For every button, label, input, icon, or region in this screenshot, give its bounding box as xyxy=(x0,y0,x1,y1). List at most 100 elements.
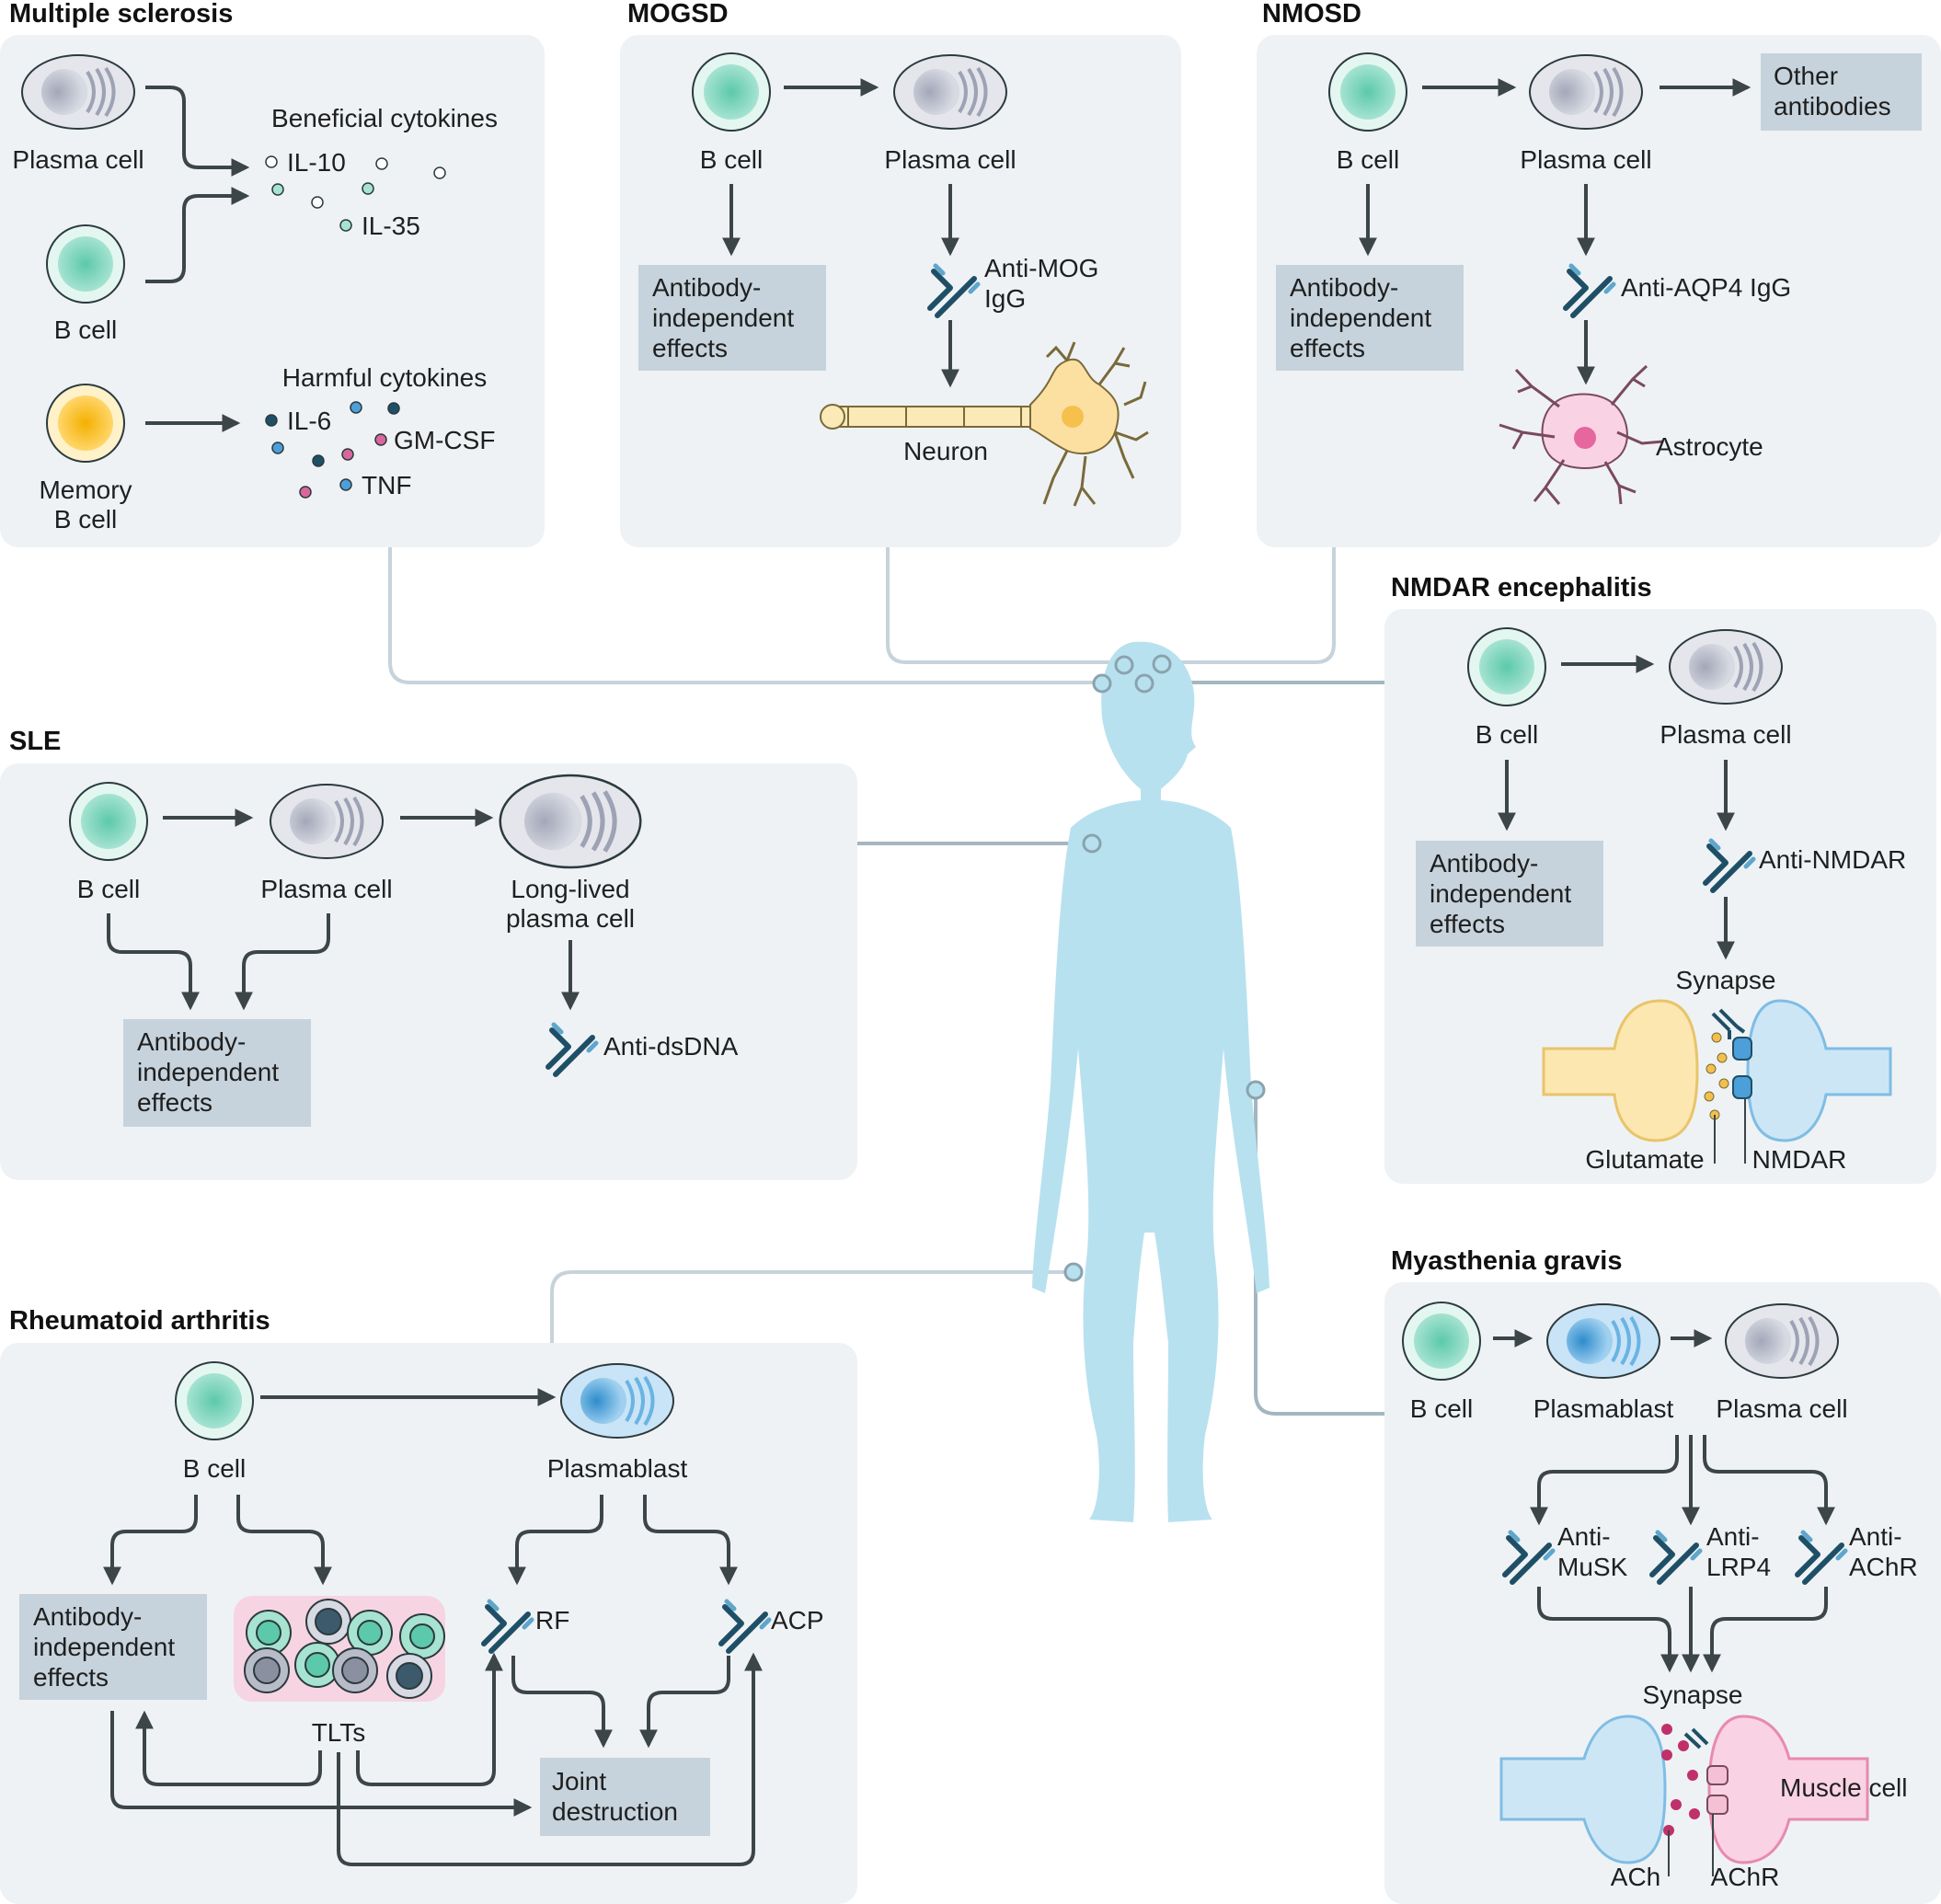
ra-connector xyxy=(550,1270,1067,1343)
ms-tnf-label: TNF xyxy=(362,471,411,499)
ra-arrow-b-to-effects xyxy=(103,1495,198,1586)
ra-b-cell-label: B cell xyxy=(183,1454,246,1483)
ra-plasmablast xyxy=(559,1362,675,1439)
mogsd-effects-box xyxy=(638,265,826,371)
mg-plasmablast-label: Plasmablast xyxy=(1533,1394,1674,1423)
ra-b-cell xyxy=(175,1361,254,1440)
sle-b-cell xyxy=(69,782,148,861)
mogsd-plasma-cell-label: Plasma cell xyxy=(884,145,1016,174)
nmdar-panel: NMDAR encephalitis B cell Plasma cell An… xyxy=(1384,573,1936,1184)
ms-il35-label: IL-35 xyxy=(362,212,420,240)
nmosd-effects-1: Antibody- xyxy=(1290,273,1398,302)
ms-title: Multiple sclerosis xyxy=(9,0,233,29)
sle-title: SLE xyxy=(9,727,61,756)
ra-arrow-to-acp xyxy=(643,1495,738,1586)
nmosd-effects-2: independent xyxy=(1290,304,1431,332)
nmosd-panel: NMOSD B cell Plasma cell Other antibodie… xyxy=(1257,0,1941,547)
mg-synapse-label: Synapse xyxy=(1643,1680,1743,1709)
human-body-figure xyxy=(1032,641,1269,1522)
nmdar-plasma-cell xyxy=(1668,628,1784,705)
mg-muscle-cell-label: Muscle cell xyxy=(1780,1773,1907,1802)
nmosd-effects-box xyxy=(1276,265,1464,371)
ra-arrow-acp-to-joint xyxy=(639,1656,730,1749)
nmdar-synapse-label: Synapse xyxy=(1676,966,1776,994)
sle-long-lived-2: plasma cell xyxy=(506,904,635,933)
body-site-markers xyxy=(1063,654,1266,1282)
nmdar-b-cell-label: B cell xyxy=(1476,720,1538,749)
mg-arrow-achr-to-synapse xyxy=(1703,1587,1828,1673)
mogsd-effects-2: independent xyxy=(652,304,794,332)
mogsd-neuron-label: Neuron xyxy=(903,437,988,465)
ms-arrow-bcell xyxy=(145,187,250,283)
mg-plasma-cell xyxy=(1724,1302,1840,1380)
sle-long-lived-plasma-cell xyxy=(500,775,641,867)
nmosd-antibody-label: Anti-AQP4 IgG xyxy=(1621,273,1791,302)
sle-plasma-cell-label: Plasma cell xyxy=(260,875,392,903)
ms-plasma-cell-label: Plasma cell xyxy=(12,145,144,174)
nmdar-effects-1: Antibody- xyxy=(1430,849,1538,877)
ms-connector xyxy=(388,547,1095,684)
nmosd-connector xyxy=(1168,547,1336,664)
ra-arrow-b-to-tlts xyxy=(236,1495,332,1586)
ra-effects-1: Antibody- xyxy=(33,1602,142,1631)
ra-panel: Rheumatoid arthritis B cell Plasmablast … xyxy=(0,1306,857,1904)
nmdar-synapse-graphic xyxy=(1542,999,1892,1164)
ms-memory-label-1: Memory xyxy=(39,476,132,504)
mogsd-b-cell-label: B cell xyxy=(700,145,763,174)
ms-plasma-cell xyxy=(20,53,136,131)
ra-arrow-effects-to-joint xyxy=(110,1711,533,1817)
sle-effects-3: effects xyxy=(137,1088,212,1117)
mg-panel: Myasthenia gravis B cell Plasmablast Pla… xyxy=(1384,1246,1941,1904)
nmosd-b-cell-label: B cell xyxy=(1337,145,1399,174)
mg-lrp4-2: LRP4 xyxy=(1706,1553,1771,1581)
ra-arrow-tlts-to-rf xyxy=(356,1652,503,1786)
nmdar-effects-2: independent xyxy=(1430,879,1571,908)
ra-joint-2: destruction xyxy=(552,1797,678,1826)
nmdar-b-cell xyxy=(1467,627,1546,706)
mogsd-title: MOGSD xyxy=(627,0,729,29)
mogsd-antibody-1: Anti-MOG xyxy=(984,254,1098,282)
astrocyte-icon xyxy=(1499,364,1664,505)
mg-musk-2: MuSK xyxy=(1557,1553,1628,1581)
nmdar-plasma-cell-label: Plasma cell xyxy=(1660,720,1791,749)
mg-arrow-to-achr-ab xyxy=(1703,1435,1835,1526)
sle-plasma-cell xyxy=(269,783,385,860)
nmosd-other-box xyxy=(1761,53,1922,131)
nmosd-astrocyte-label: Astrocyte xyxy=(1656,432,1763,461)
mogsd-panel: MOGSD B cell Plasma cell Antibody- indep… xyxy=(620,0,1181,547)
ra-tlts-label: TLTs xyxy=(312,1718,366,1747)
ra-arrow-tlts-to-acp xyxy=(337,1652,763,1866)
ra-joint-box xyxy=(540,1758,710,1836)
mogsd-effects-3: effects xyxy=(652,334,728,362)
nmosd-effects-3: effects xyxy=(1290,334,1365,362)
ra-joint-1: Joint xyxy=(552,1767,606,1795)
tlts-cluster-icon xyxy=(234,1596,445,1702)
mg-achr-ab-2: AChR xyxy=(1849,1553,1918,1581)
mg-lrp4-1: Anti- xyxy=(1706,1522,1760,1551)
ra-arrow-to-rf xyxy=(508,1495,603,1586)
ms-il10-label: IL-10 xyxy=(287,148,346,177)
ra-effects-2: independent xyxy=(33,1633,175,1661)
sle-effects-1: Antibody- xyxy=(137,1027,246,1056)
mg-achr-label: AChR xyxy=(1711,1863,1780,1891)
harmful-cytokine-dots xyxy=(265,401,400,499)
ms-il6-label: IL-6 xyxy=(287,407,331,435)
mg-synapse-graphic xyxy=(1499,1715,1869,1876)
nmosd-plasma-cell-label: Plasma cell xyxy=(1520,145,1651,174)
sle-arrow-b-to-effects xyxy=(107,913,200,1011)
mg-title: Myasthenia gravis xyxy=(1391,1246,1622,1276)
ra-acp-label: ACP xyxy=(771,1606,824,1634)
mg-ach-label: ACh xyxy=(1611,1863,1660,1891)
mg-arrow-to-musk xyxy=(1530,1435,1679,1526)
ra-rf-label: RF xyxy=(535,1606,569,1634)
sle-panel: SLE B cell Plasma cell Long-lived plasma… xyxy=(0,727,857,1180)
mogsd-connector xyxy=(886,547,1119,664)
mg-connector xyxy=(1254,1090,1389,1416)
mg-plasma-cell-label: Plasma cell xyxy=(1716,1394,1847,1423)
ms-memory-label-2: B cell xyxy=(54,505,117,533)
nmdar-receptor-label: NMDAR xyxy=(1752,1145,1847,1174)
sle-antibody-label: Anti-dsDNA xyxy=(603,1032,739,1061)
ms-b-cell-label: B cell xyxy=(54,315,117,344)
beneficial-cytokine-dots xyxy=(265,155,446,232)
sle-b-cell-label: B cell xyxy=(77,875,140,903)
